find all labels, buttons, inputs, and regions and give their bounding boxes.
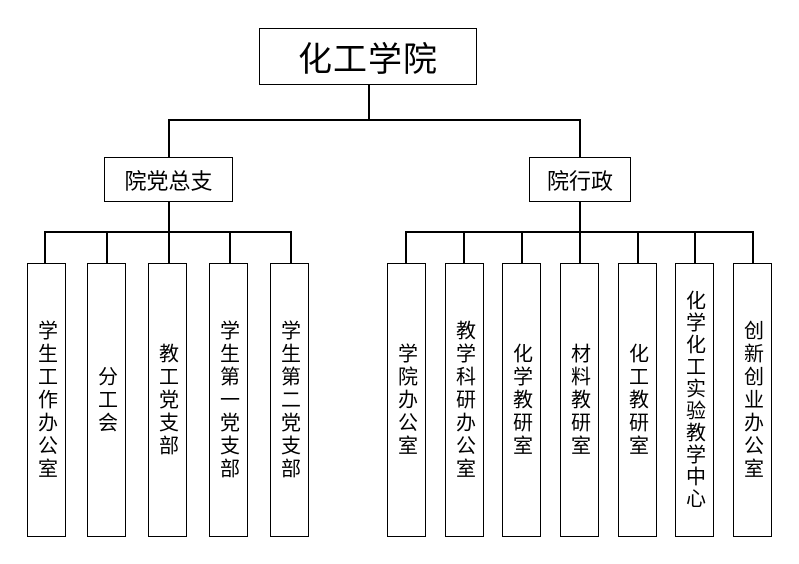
connector-right-child-1	[405, 231, 407, 264]
leaf-node-right-1: 学院办公室	[387, 263, 426, 537]
leaf-label: 学生第二党支部	[277, 319, 302, 481]
connector-left-child-5	[290, 231, 292, 264]
connector-right-child-6	[694, 231, 696, 264]
leaf-node-left-2: 分工会	[87, 263, 126, 537]
connector-right-child-5	[637, 231, 639, 264]
right-branch-node: 院行政	[529, 157, 631, 202]
right-branch-label: 院行政	[546, 169, 613, 195]
root-node: 化工学院	[259, 28, 477, 85]
connector-right-branch-down	[579, 201, 581, 232]
connector-right-child-2	[463, 231, 465, 264]
leaf-node-right-2: 教学科研办公室	[445, 263, 484, 537]
left-branch-node: 院党总支	[104, 157, 233, 202]
leaf-label: 创新创业办公室	[740, 319, 765, 481]
connector-level2-horizontal	[168, 119, 581, 121]
leaf-node-left-3: 教工党支部	[148, 263, 187, 537]
leaf-node-right-7: 创新创业办公室	[733, 263, 772, 537]
left-branch-label: 院党总支	[124, 169, 213, 195]
connector-left-child-4	[229, 231, 231, 264]
leaf-label: 教学科研办公室	[452, 319, 477, 481]
connector-left-child-3	[168, 231, 170, 264]
connector-left-child-1	[44, 231, 46, 264]
leaf-node-left-5: 学生第二党支部	[270, 263, 309, 537]
connector-right-child-3	[521, 231, 523, 264]
connector-right-child-4	[579, 231, 581, 264]
leaf-node-right-3: 化学教研室	[502, 263, 541, 537]
leaf-label: 化学化工实验教学中心	[682, 290, 707, 510]
root-node-label: 化工学院	[298, 40, 438, 80]
connector-root-down	[368, 84, 370, 120]
leaf-label: 教工党支部	[155, 342, 180, 458]
leaf-label: 化工教研室	[625, 342, 650, 458]
connector-left-child-2	[106, 231, 108, 264]
leaf-node-left-1: 学生工作办公室	[27, 263, 66, 537]
leaf-node-right-5: 化工教研室	[618, 263, 657, 537]
leaf-node-right-4: 材料教研室	[560, 263, 599, 537]
connector-to-left-branch	[168, 119, 170, 158]
leaf-node-left-4: 学生第一党支部	[209, 263, 248, 537]
connector-to-right-branch	[579, 119, 581, 158]
leaf-label: 学生工作办公室	[34, 319, 59, 481]
leaf-label: 材料教研室	[567, 342, 592, 458]
connector-right-child-7	[752, 231, 754, 264]
leaf-label: 分工会	[94, 365, 119, 435]
leaf-label: 化学教研室	[509, 342, 534, 458]
leaf-node-right-6: 化学化工实验教学中心	[675, 263, 714, 537]
leaf-label: 学院办公室	[394, 342, 419, 458]
leaf-label: 学生第一党支部	[216, 319, 241, 481]
connector-left-branch-down	[168, 201, 170, 232]
